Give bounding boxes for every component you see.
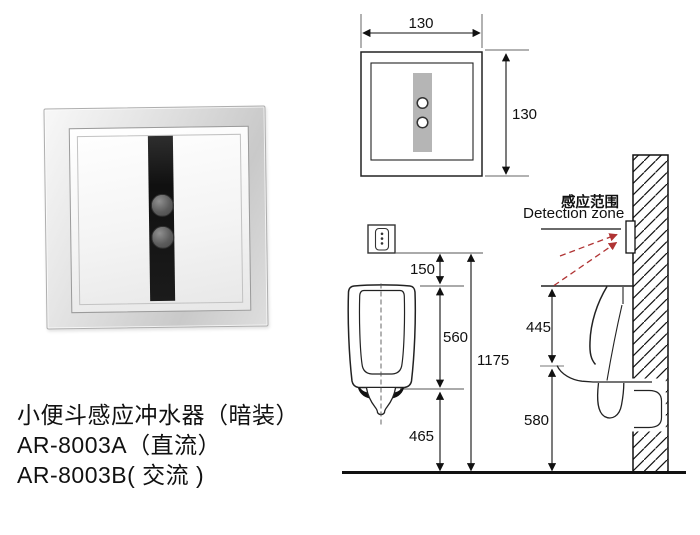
urinal-side-view (541, 285, 652, 419)
installation-drawing (342, 154, 686, 474)
panel-button-bottom (416, 116, 429, 129)
wall-section (631, 154, 669, 473)
detection-zone-label-cn: 感应范围 (561, 195, 619, 211)
panel-height-label: 130 (512, 106, 538, 123)
model-a-label: AR-8003A（直流） (17, 432, 222, 458)
panel-front-drawing (360, 14, 529, 177)
drain-trap (596, 382, 625, 419)
detection-ray-lower (553, 241, 618, 287)
wall-sensor-box (625, 220, 636, 254)
product-caption: 小便斗感应冲水器（暗装） AR-8003A（直流） AR-8003B( 交流 ) (17, 400, 299, 490)
detection-ray-upper (559, 233, 618, 257)
panel-button-top (416, 96, 429, 110)
flush-panel-icon (367, 224, 396, 254)
drain-pipe-in-wall (634, 389, 663, 429)
dim-1175-label: 1175 (477, 352, 510, 369)
dim-560-label: 560 (443, 329, 469, 346)
wall-pipe-cutout (631, 378, 666, 432)
model-b-label: AR-8003B( 交流 ) (17, 462, 205, 488)
dim-150-label: 150 (409, 261, 435, 278)
dim-465-label: 465 (409, 428, 435, 445)
dim-445-label: 445 (526, 319, 552, 336)
urinal-front-view (347, 283, 417, 426)
detection-zone-label-en: Detection zone (523, 205, 625, 222)
dim-580-label: 580 (524, 412, 550, 429)
product-title: 小便斗感应冲水器（暗装） (17, 402, 299, 428)
panel-sensor-strip (413, 73, 432, 152)
panel-width-label: 130 (408, 15, 434, 32)
panel-inner-outline (370, 62, 474, 161)
